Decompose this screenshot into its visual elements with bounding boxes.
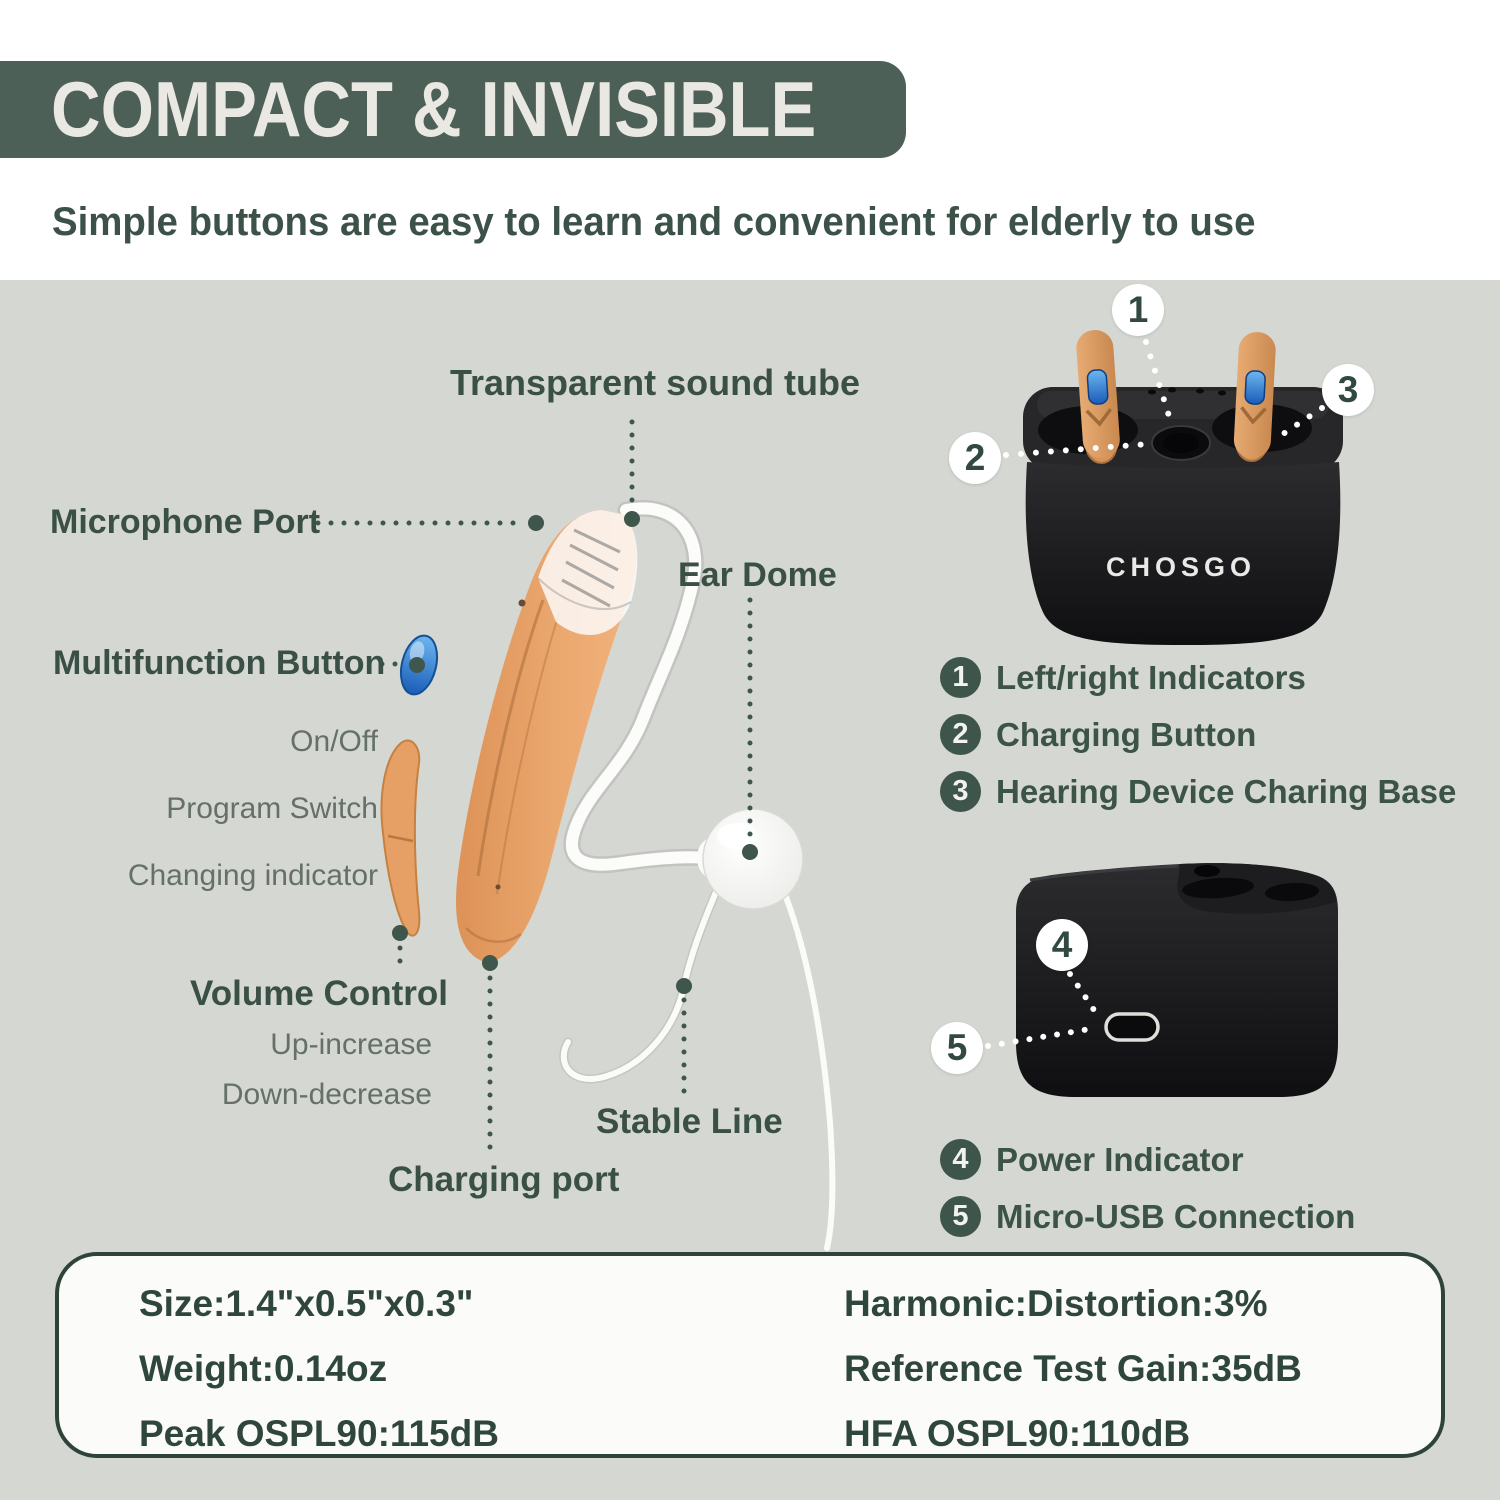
legend-badge-3: 3 (940, 771, 981, 812)
legend-item-4: 4 Power Indicator (940, 1139, 1355, 1180)
legend-label-1: Left/right Indicators (996, 658, 1306, 696)
legend-badge-1: 1 (940, 657, 981, 698)
legend-label-5: Micro-USB Connection (996, 1197, 1356, 1235)
spec-harmonic-distortion: Harmonic:Distortion:3% (844, 1283, 1268, 1324)
page-subtitle: Simple buttons are easy to learn and con… (52, 200, 1256, 244)
label-multifunction-button: Multifunction Button (53, 644, 386, 682)
legend-label-3: Hearing Device Charing Base (996, 772, 1457, 810)
label-stable-line: Stable Line (596, 1102, 783, 1141)
label-charging-port: Charging port (388, 1160, 620, 1199)
spec-hfa-ospl90: HFA OSPL90:110dB (844, 1413, 1191, 1454)
spec-reference-test-gain: Reference Test Gain:35dB (844, 1348, 1302, 1389)
note-up-increase: Up-increase (270, 1028, 432, 1061)
note-on-off: On/Off (290, 725, 378, 758)
brand-logo: CHOSGO (1105, 552, 1256, 582)
label-sound-tube: Transparent sound tube (450, 362, 861, 403)
title-banner: COMPACT & INVISIBLE (0, 61, 906, 158)
specs-right-column: Harmonic:Distortion:3% Reference Test Ga… (844, 1271, 1302, 1466)
legend-item-2: 2 Charging Button (940, 714, 1456, 755)
legend-item-3: 3 Hearing Device Charing Base (940, 771, 1456, 812)
callout-4: 4 (1036, 919, 1088, 971)
legend-charging-base: 1 Left/right Indicators 2 Charging Butto… (940, 657, 1456, 812)
label-ear-dome: Ear Dome (678, 556, 837, 594)
legend-item-1: 1 Left/right Indicators (940, 657, 1456, 698)
legend-item-5: 5 Micro-USB Connection (940, 1196, 1355, 1237)
page-title: COMPACT & INVISIBLE (51, 65, 817, 153)
legend-badge-2: 2 (940, 714, 981, 755)
specs-box: Size:1.4"x0.5"x0.3" Weight:0.14oz Peak O… (55, 1252, 1445, 1458)
legend-rear-base: 4 Power Indicator 5 Micro-USB Connection (940, 1139, 1355, 1237)
volume-notes: Up-increase Down-decrease (180, 1020, 432, 1120)
multifunction-notes: On/Off Program Switch Changing indicator (100, 708, 378, 909)
legend-label-4: Power Indicator (996, 1140, 1244, 1178)
label-volume-control: Volume Control (190, 974, 448, 1013)
label-microphone-port: Microphone Port (50, 503, 321, 541)
spec-size: Size:1.4"x0.5"x0.3" (139, 1283, 474, 1324)
legend-label-2: Charging Button (996, 715, 1257, 753)
callout-1: 1 (1112, 284, 1164, 336)
specs-left-column: Size:1.4"x0.5"x0.3" Weight:0.14oz Peak O… (139, 1271, 499, 1466)
callout-2: 2 (949, 432, 1001, 484)
note-down-decrease: Down-decrease (221, 1078, 432, 1111)
callout-3: 3 (1322, 364, 1374, 416)
legend-badge-4: 4 (940, 1139, 981, 1180)
legend-badge-5: 5 (940, 1196, 981, 1237)
note-changing-indicator: Changing indicator (127, 859, 378, 892)
note-program-switch: Program Switch (166, 792, 378, 825)
spec-weight: Weight:0.14oz (139, 1348, 388, 1389)
callout-5: 5 (931, 1022, 983, 1074)
spec-peak-ospl90: Peak OSPL90:115dB (139, 1413, 499, 1454)
